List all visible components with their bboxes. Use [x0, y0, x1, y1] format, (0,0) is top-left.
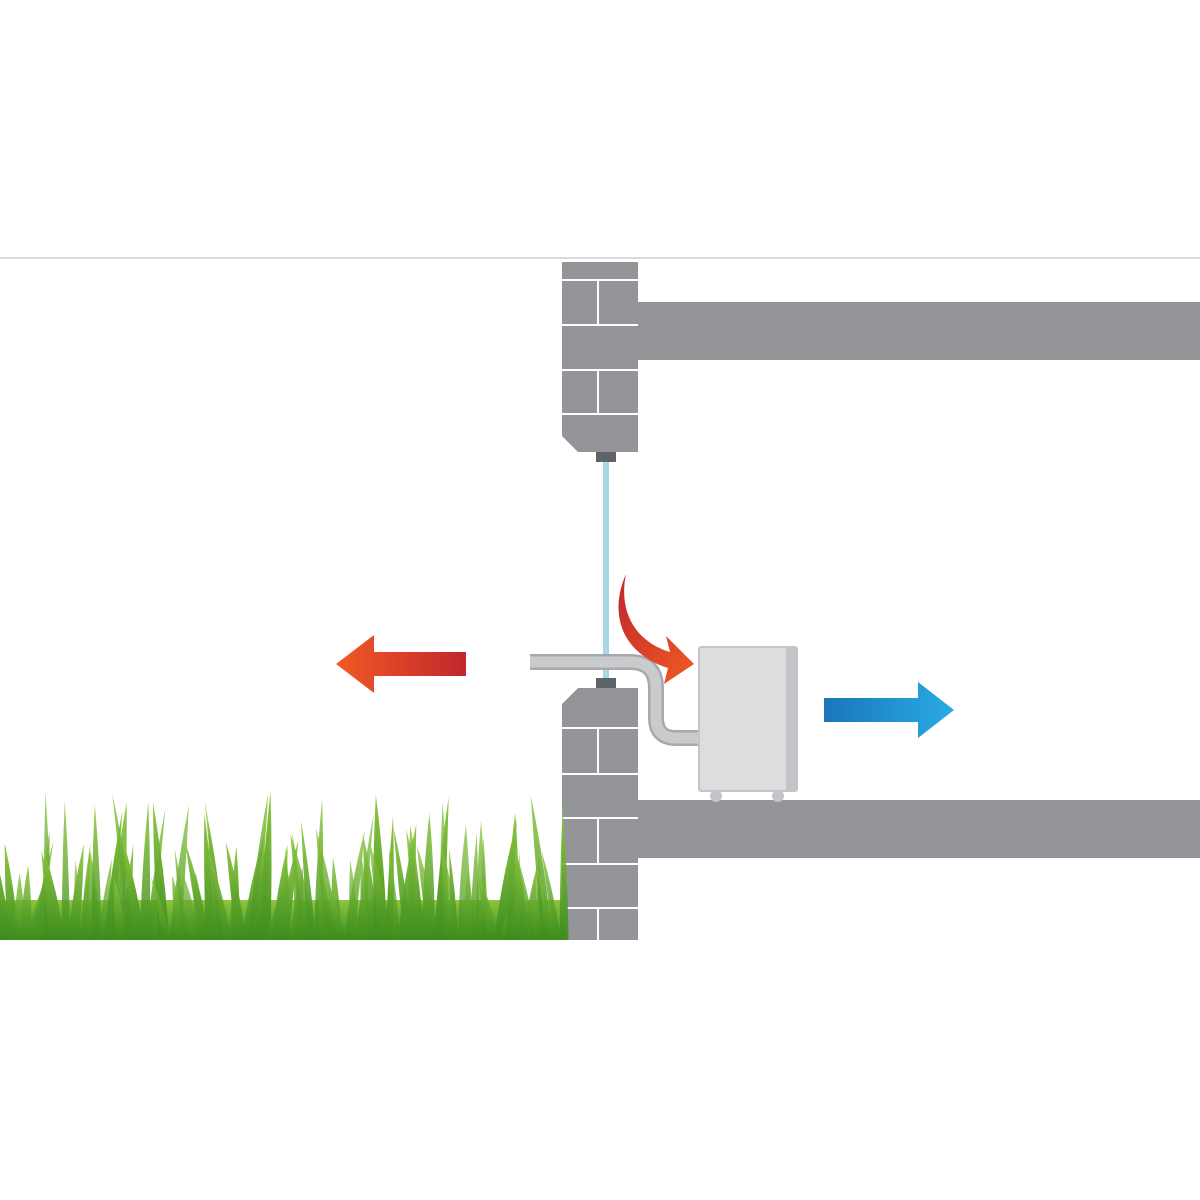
grass-blade — [150, 876, 172, 940]
grass-blade — [524, 867, 537, 940]
arrow-left-icon — [336, 635, 466, 693]
upper-brick-wall — [562, 262, 638, 452]
grass-blade — [260, 790, 272, 940]
grass-blade — [91, 804, 102, 940]
warm-air-outgoing-arrow — [336, 635, 466, 693]
lower-wall-mortar — [562, 727, 638, 940]
window — [596, 452, 616, 688]
grass-blade — [515, 846, 530, 940]
grass-blade — [541, 850, 561, 940]
unit-wheel-right — [772, 790, 784, 802]
grass-blade — [80, 842, 91, 940]
grass-blade — [225, 842, 247, 940]
upper-wall-body — [562, 262, 638, 452]
lower-wall-body — [562, 688, 638, 940]
curved-arrow-down-icon — [618, 574, 694, 684]
grass-blade — [140, 801, 151, 940]
grass-blade — [185, 842, 210, 940]
grass-blade — [344, 830, 365, 940]
grass-blade — [517, 857, 537, 940]
grass-blade — [477, 871, 499, 940]
grass-blade — [559, 806, 569, 940]
air-conditioner-icon — [698, 646, 798, 802]
grass-blade — [537, 867, 555, 940]
grass-blade — [388, 848, 401, 940]
unit-body — [700, 648, 786, 790]
lower-brick-wall — [562, 688, 638, 940]
grass — [0, 790, 569, 940]
grass-blade — [406, 828, 427, 940]
grass-blade — [393, 827, 413, 940]
grass-blade — [301, 820, 316, 940]
grass-blade — [449, 848, 459, 940]
grass-blade — [98, 858, 112, 940]
unit-wheel-left — [710, 790, 722, 802]
window-bottom-frame — [596, 678, 616, 688]
upper-wall-mortar — [562, 279, 638, 415]
lower-floor-slab — [636, 800, 1200, 858]
arrow-right-icon — [824, 682, 954, 738]
upper-floor-slab — [636, 302, 1200, 360]
grass-blade — [122, 840, 145, 940]
grass-blade — [248, 792, 269, 940]
grass-blade — [324, 877, 347, 940]
grass-blade — [416, 845, 439, 940]
exhaust-duct — [530, 654, 704, 746]
grass-blade — [73, 859, 82, 940]
warm-air-intake-arrow — [618, 574, 694, 684]
grass-blades — [0, 790, 569, 940]
window-glass — [603, 462, 609, 678]
grass-blade — [61, 800, 70, 940]
grass-blade — [43, 848, 65, 940]
grass-blade — [20, 865, 32, 940]
cool-air-supply-arrow — [824, 682, 954, 738]
grass-blade — [283, 846, 291, 940]
grass-blade — [208, 852, 232, 940]
duct-pipe — [530, 656, 704, 744]
window-top-frame — [596, 452, 616, 462]
grass-blade — [349, 859, 360, 940]
